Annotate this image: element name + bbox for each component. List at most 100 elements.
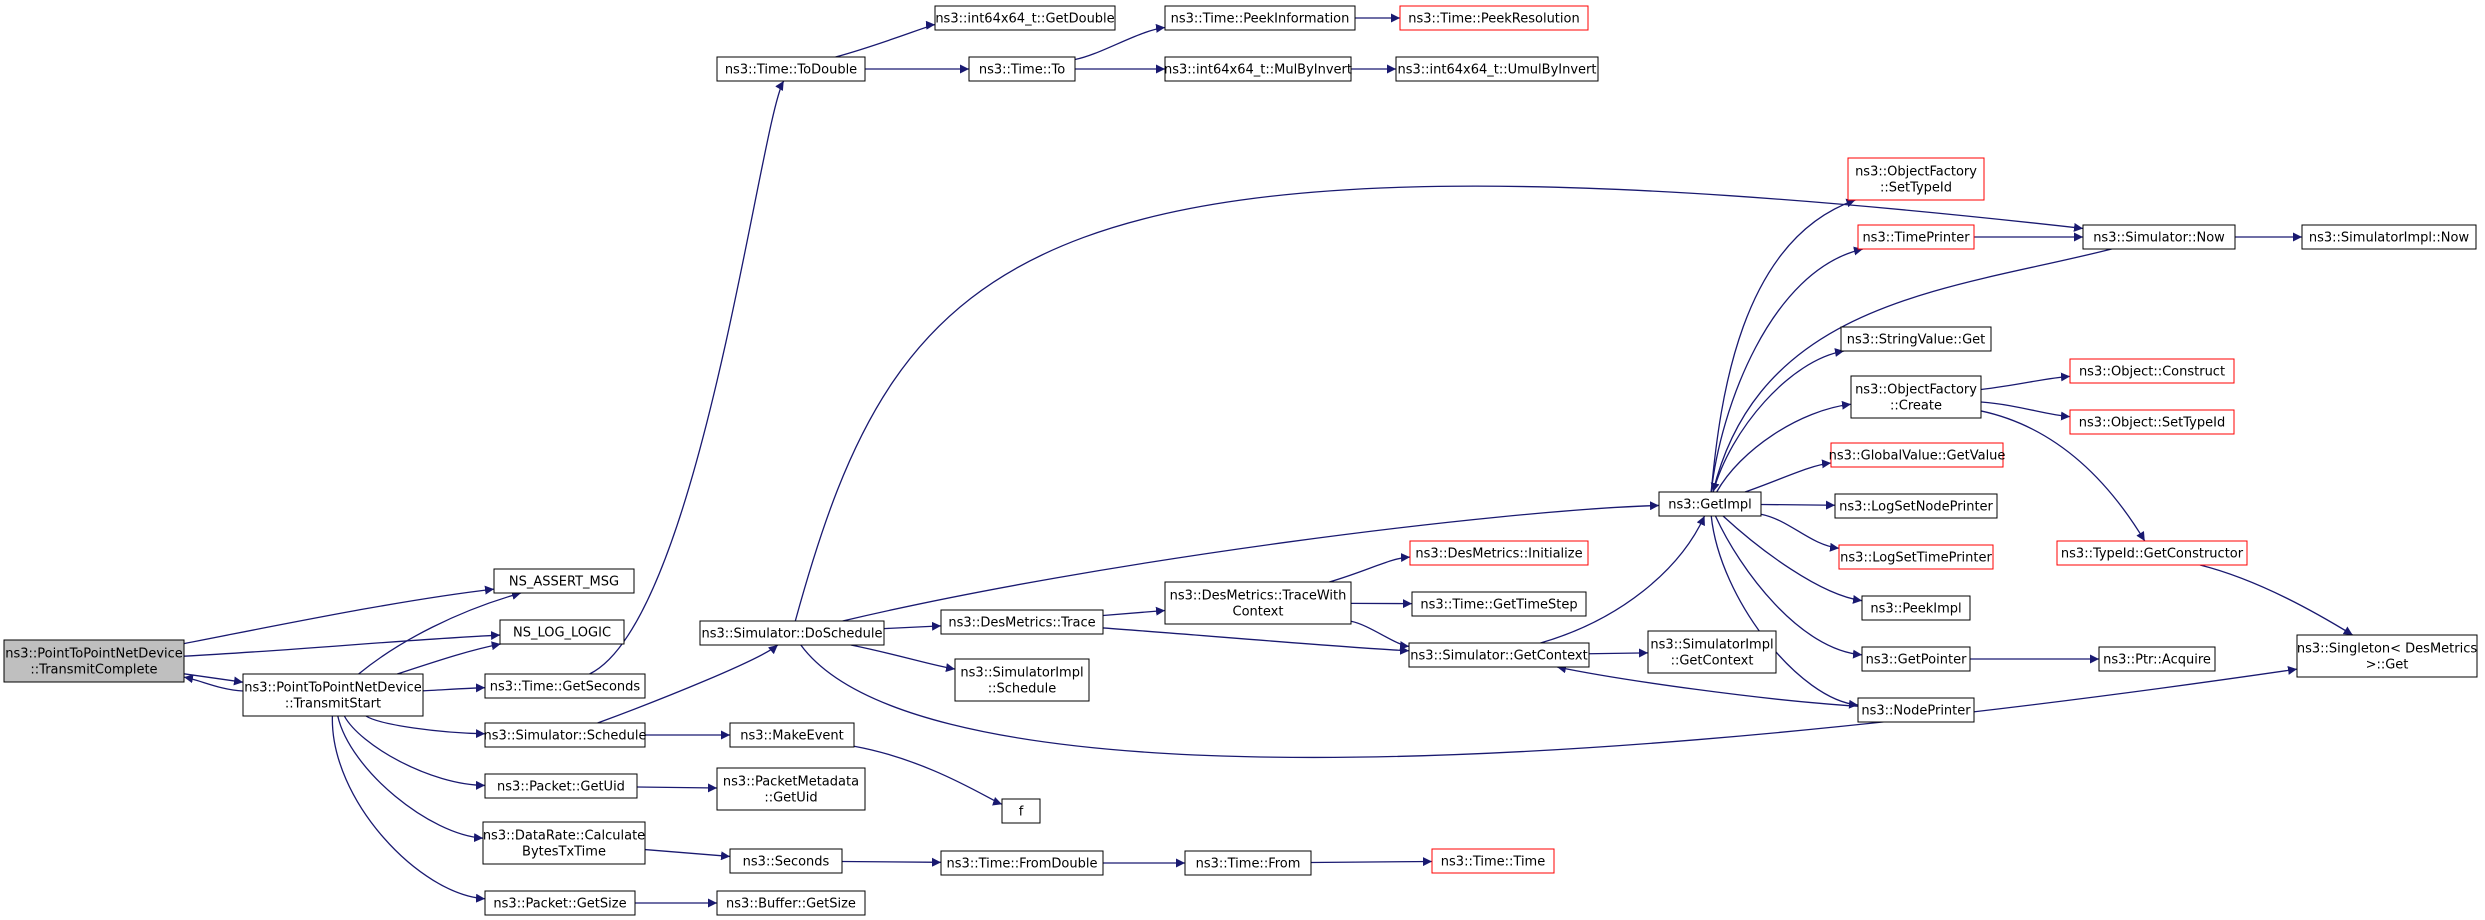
node-objcons[interactable]: ns3::Object::Construct [2069, 358, 2235, 384]
node-umulinv[interactable]: ns3::int64x64_t::UmulByInvert [1395, 56, 1599, 82]
node-getimpl[interactable]: ns3::GetImpl [1658, 491, 1762, 517]
node-nprinter[interactable]: ns3::NodePrinter [1857, 697, 1975, 723]
node-ofsettid[interactable]: ns3::ObjectFactory::SetTypeId [1847, 157, 1985, 201]
node-f[interactable]: f [1001, 798, 1041, 824]
node-peekres[interactable]: ns3::Time::PeekResolution [1399, 5, 1589, 31]
node-label: ns3::Time::PeekInformation [1171, 12, 1350, 27]
node-label: ns3::SimulatorImpl::Now [2309, 231, 2470, 246]
node-label: ns3::Time::From [1196, 857, 1301, 872]
node-implsched[interactable]: ns3::SimulatorImpl::Schedule [954, 658, 1090, 702]
node-label: ns3::TimePrinter [1862, 231, 1970, 246]
node-box [1184, 850, 1312, 876]
node-label: ns3::Simulator::Now [2093, 231, 2225, 246]
node-box [1431, 848, 1555, 874]
node-tidcons[interactable]: ns3::TypeId::GetConstructor [2056, 540, 2248, 566]
node-dminit[interactable]: ns3::DesMetrics::Initialize [1409, 540, 1589, 566]
node-label: ns3::Time::PeekResolution [1408, 12, 1579, 27]
node-label: ns3::Simulator::GetContext [1410, 649, 1587, 664]
node-seconds[interactable]: ns3::Seconds [729, 848, 843, 874]
node-box [1001, 798, 1041, 824]
node-implnow[interactable]: ns3::SimulatorImpl::Now [2301, 224, 2477, 250]
node-box [968, 56, 1076, 82]
node-fromdbl[interactable]: ns3::Time::FromDouble [940, 850, 1104, 876]
node-box [940, 850, 1104, 876]
node-box [716, 56, 866, 82]
node-box [2296, 634, 2478, 678]
node-simnow[interactable]: ns3::Simulator::Now [2082, 224, 2236, 250]
node-ts[interactable]: ns3::PointToPointNetDevice::TransmitStar… [242, 673, 424, 717]
node-label: NS_LOG_LOGIC [513, 626, 611, 641]
node-getsec[interactable]: ns3::Time::GetSeconds [484, 673, 646, 699]
node-box [484, 890, 636, 916]
node-bufsize[interactable]: ns3::Buffer::GetSize [716, 890, 866, 916]
node-box [242, 673, 424, 717]
node-lstp[interactable]: ns3::LogSetTimePrinter [1838, 544, 1994, 570]
node-gvget[interactable]: ns3::GlobalValue::GetValue [1829, 442, 2006, 468]
node-from[interactable]: ns3::Time::From [1184, 850, 1312, 876]
call-edge-ts-to-tc [183, 674, 244, 692]
node-mulinv[interactable]: ns3::int64x64_t::MulByInvert [1164, 56, 1352, 82]
node-label: ns3::NodePrinter [1861, 704, 1971, 719]
node-label: ns3::Time::GetSeconds [490, 680, 641, 695]
node-label: ns3::Packet::GetSize [493, 897, 626, 912]
node-tod[interactable]: ns3::Time::ToDouble [716, 56, 866, 82]
node-tc[interactable]: ns3::PointToPointNetDevice::TransmitComp… [3, 639, 185, 683]
node-ofcreate[interactable]: ns3::ObjectFactory::Create [1850, 375, 1982, 419]
node-pktsize[interactable]: ns3::Packet::GetSize [484, 890, 636, 916]
node-label: ns3::ObjectFactory [1855, 165, 1977, 180]
node-i64get[interactable]: ns3::int64x64_t::GetDouble [934, 5, 1116, 31]
node-box [729, 848, 843, 874]
node-gts[interactable]: ns3::Time::GetTimeStep [1411, 591, 1587, 617]
node-ptracq[interactable]: ns3::Ptr::Acquire [2098, 646, 2216, 672]
call-edge-simnow-to-getimpl [1710, 248, 2112, 493]
node-pktuid[interactable]: ns3::Packet::GetUid [484, 773, 638, 799]
node-box [499, 619, 625, 645]
call-edge-getimpl-to-strget [1712, 348, 1845, 493]
node-label: ns3::Object::Construct [2079, 365, 2225, 380]
node-label: ns3::Ptr::Acquire [2103, 653, 2211, 668]
node-box [716, 767, 866, 811]
node-label: ns3::int64x64_t::MulByInvert [1164, 63, 1352, 78]
node-timetime[interactable]: ns3::Time::Time [1431, 848, 1555, 874]
node-singget[interactable]: ns3::Singleton< DesMetrics >::Get [2296, 634, 2478, 678]
call-edge-tc-to-ts [183, 673, 244, 686]
node-box [1164, 56, 1352, 82]
node-implctx[interactable]: ns3::SimulatorImpl::GetContext [1647, 630, 1777, 674]
node-dmtrace[interactable]: ns3::DesMetrics::Trace [940, 609, 1104, 635]
node-box [2056, 540, 2248, 566]
node-peekinfo[interactable]: ns3::Time::PeekInformation [1164, 5, 1356, 31]
node-getptr[interactable]: ns3::GetPointer [1861, 646, 1971, 672]
call-edge-ts-to-log [396, 641, 501, 675]
node-pmuid[interactable]: ns3::PacketMetadata::GetUid [716, 767, 866, 811]
node-box [1834, 493, 1998, 519]
call-edge-makeev-to-f [853, 745, 1003, 806]
node-label: ns3::LogSetNodePrinter [1839, 500, 1993, 515]
node-peekimpl[interactable]: ns3::PeekImpl [1861, 595, 1971, 621]
node-assert[interactable]: NS_ASSERT_MSG [493, 568, 635, 594]
node-label: >::Get [2366, 658, 2409, 673]
node-log[interactable]: NS_LOG_LOGIC [499, 619, 625, 645]
node-timeto[interactable]: ns3::Time::To [968, 56, 1076, 82]
node-sched[interactable]: ns3::Simulator::Schedule [483, 722, 647, 748]
node-makeev[interactable]: ns3::MakeEvent [729, 722, 855, 748]
node-label: ns3::Buffer::GetSize [726, 897, 856, 912]
call-edge-ofcreate-to-tidcons [1980, 410, 2146, 542]
node-box [1408, 642, 1590, 668]
node-box [1861, 646, 1971, 672]
node-strget[interactable]: ns3::StringValue::Get [1840, 326, 1992, 352]
node-label: ns3::Time::FromDouble [947, 857, 1098, 872]
node-getctx[interactable]: ns3::Simulator::GetContext [1408, 642, 1590, 668]
function-nodes: ns3::PointToPointNetDevice::TransmitComp… [3, 5, 2478, 916]
node-box [1830, 442, 2004, 468]
node-lsnp[interactable]: ns3::LogSetNodePrinter [1834, 493, 1998, 519]
call-edge-ts-to-drcalc [337, 715, 484, 843]
node-dosched[interactable]: ns3::Simulator::DoSchedule [699, 620, 885, 646]
call-edge-tidcons-to-singget [2199, 564, 2354, 636]
node-label: ns3::MakeEvent [740, 729, 844, 744]
node-box [1647, 630, 1777, 674]
node-objsettid[interactable]: ns3::Object::SetTypeId [2069, 409, 2235, 435]
node-label: ::Create [1890, 399, 1942, 414]
node-tprinter[interactable]: ns3::TimePrinter [1857, 224, 1975, 250]
